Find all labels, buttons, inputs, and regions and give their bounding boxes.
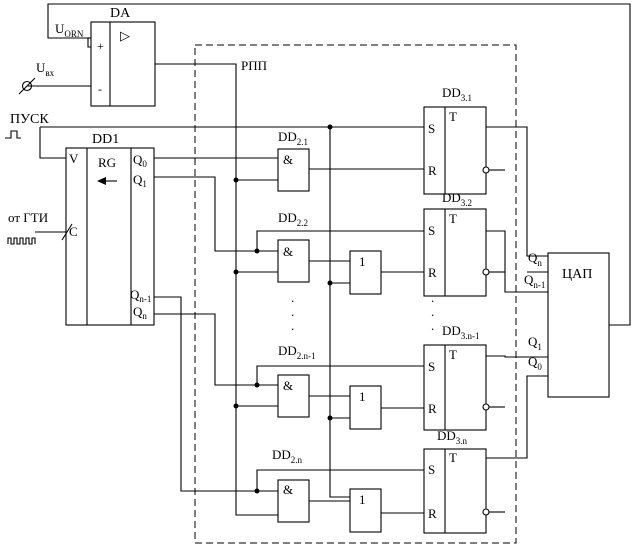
dd1-type: RG (98, 155, 116, 170)
dac-qn-label: Qn (528, 250, 542, 268)
or-gate-n-1: 1 (349, 385, 382, 430)
ellipsis-dot: . (291, 304, 294, 319)
svg-text:R: R (428, 163, 437, 178)
svg-text:&: & (283, 152, 293, 167)
dac-qn-1-label: Qn-1 (524, 272, 545, 290)
ellipsis-dot: . (291, 290, 294, 305)
dd2-n-1-label: DD2.n-1 (278, 343, 316, 361)
da-name: DA (110, 6, 131, 21)
input-terminal-icon (21, 80, 33, 92)
ellipsis-dot: . (431, 318, 434, 333)
inverted-output-icon (482, 508, 490, 516)
dac-q1-label: Q1 (528, 334, 542, 352)
dd3-1-label: DD3.1 (442, 85, 472, 103)
uin-label: Uвх (36, 60, 55, 78)
pulse-icon (5, 130, 21, 139)
svg-text:R: R (428, 506, 437, 521)
svg-text:R: R (428, 401, 437, 416)
svg-text:S: S (428, 121, 435, 136)
dac-q0-label: Q0 (528, 354, 542, 372)
and-gate-2-1: & DD2.1 (277, 129, 310, 192)
dd1-register: DD1 RG V C Q0 Q1 Qn-1 Qn (61, 132, 155, 326)
da-block: DA + - ▷ UORN Uвх (36, 6, 156, 107)
rpp-label: РПП (241, 58, 267, 73)
svg-text:S: S (428, 359, 435, 374)
qn-1-label: Qn-1 (130, 287, 151, 304)
dd1-box (65, 147, 155, 326)
svg-text:&: & (283, 378, 293, 393)
da-minus-label: - (98, 82, 102, 96)
svg-text:S: S (428, 223, 435, 238)
trigger-3-n-1: S R T DD3.n-1 (423, 323, 490, 431)
rpp-boundary (194, 44, 517, 544)
and-gate-2-n: & DD2.n (272, 447, 310, 523)
da-plus-label: + (97, 39, 104, 53)
dd1-c-label: C (69, 224, 78, 239)
qn-label: Qn (133, 304, 147, 321)
dd1-v-label: V (69, 151, 79, 166)
inverted-output-icon (482, 268, 490, 276)
dac-name: ЦАП (562, 267, 592, 282)
svg-text:1: 1 (359, 254, 366, 269)
svg-text:1: 1 (359, 389, 366, 404)
dd1-name: DD1 (92, 132, 119, 147)
trigger-3-n: S R T DD3.n (423, 428, 490, 534)
trigger-3-1: S R T DD3.1 (423, 85, 490, 195)
dd3-2-label: DD3.2 (442, 190, 472, 208)
svg-text:1: 1 (359, 492, 366, 507)
ellipsis-dot: . (291, 318, 294, 333)
svg-text:T: T (449, 211, 457, 226)
dac-block: ЦАП Qn Qn-1 Q1 Q0 (524, 250, 610, 398)
dd3-n-label: DD3.n (437, 428, 468, 446)
dd3-n-1-label: DD3.n-1 (442, 323, 480, 341)
and-gate-2-n-1: & DD2.n-1 (277, 343, 316, 418)
svg-text:R: R (428, 265, 437, 280)
dd2-2-label: DD2.2 (278, 210, 308, 228)
svg-text:T: T (449, 450, 457, 465)
svg-text:S: S (428, 462, 435, 477)
dac-box (547, 252, 610, 398)
or-gate-2: 1 (349, 250, 382, 295)
q0-label: Q0 (133, 152, 147, 169)
dd2-1-label: DD2.1 (278, 129, 308, 147)
trigger-3-2: S R T DD3.2 (423, 190, 490, 297)
and-gate-2-2: & DD2.2 (277, 210, 310, 283)
ellipsis-dot: . (431, 304, 434, 319)
inverted-output-icon (482, 166, 490, 174)
svg-text:T: T (449, 109, 457, 124)
clock-label: от ГТИ (8, 210, 48, 225)
q1-label: Q1 (133, 172, 147, 189)
start-label: ПУСК (10, 112, 49, 127)
svg-text:&: & (283, 482, 293, 497)
svg-text:T: T (449, 347, 457, 362)
dynamic-input-icon (61, 223, 73, 241)
svg-text:&: & (283, 244, 293, 259)
ellipsis-dot: . (431, 290, 434, 305)
clock-pulses-icon (7, 237, 36, 245)
uorn-label: UORN (55, 21, 84, 39)
dd2-n-label: DD2.n (272, 447, 303, 465)
inverted-output-icon (482, 403, 490, 411)
buffer-icon: ▷ (120, 28, 130, 43)
or-gate-n: 1 (349, 488, 382, 533)
